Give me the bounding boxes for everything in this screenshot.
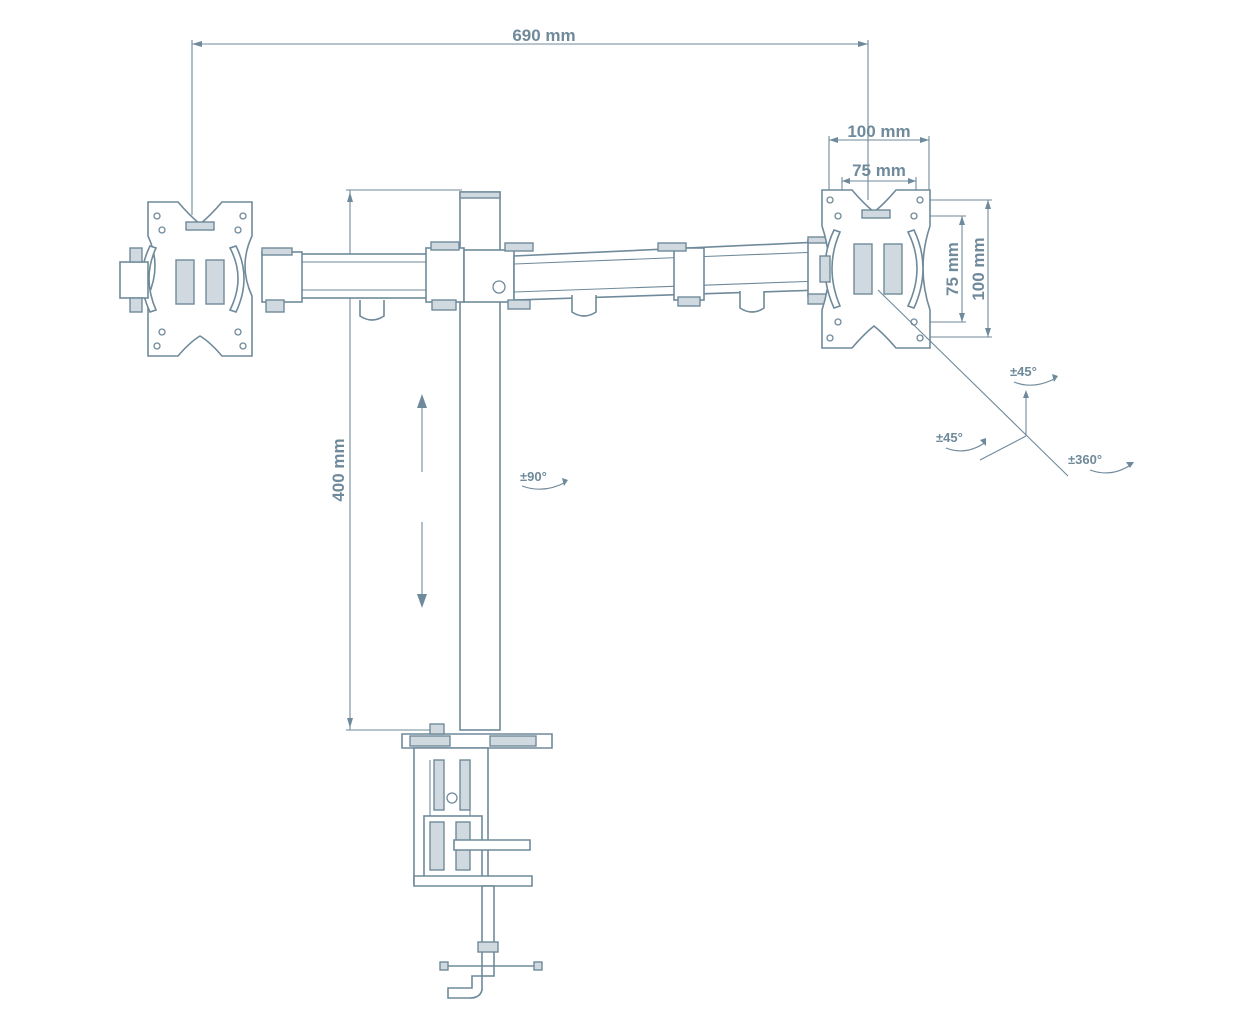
arm-assembly (261, 236, 831, 321)
dimension-label-75-horizontal: 75 mm (852, 161, 906, 180)
swivel-label: ±45° (936, 430, 963, 445)
pole-swivel-label: ±90° (520, 469, 547, 484)
right-vesa-plate (819, 189, 931, 349)
dimension-label-690: 690 mm (512, 26, 575, 45)
dimension-label-75-vertical: 75 mm (943, 242, 962, 296)
dimension-label-100-vertical: 100 mm (969, 237, 988, 300)
dimension-label-100-horizontal: 100 mm (847, 122, 910, 141)
dimension-label-400: 400 mm (329, 438, 348, 501)
left-vesa-plate (119, 201, 253, 357)
tilt-label: ±45° (1010, 364, 1037, 379)
width-dimension: 690 mm (191, 26, 869, 215)
rotation-axes: ±45° ±45° ±360° (877, 289, 1134, 477)
rotate-label: ±360° (1068, 452, 1102, 467)
desk-clamp (401, 723, 553, 999)
pole-swivel-indicator: ±90° (520, 469, 568, 490)
